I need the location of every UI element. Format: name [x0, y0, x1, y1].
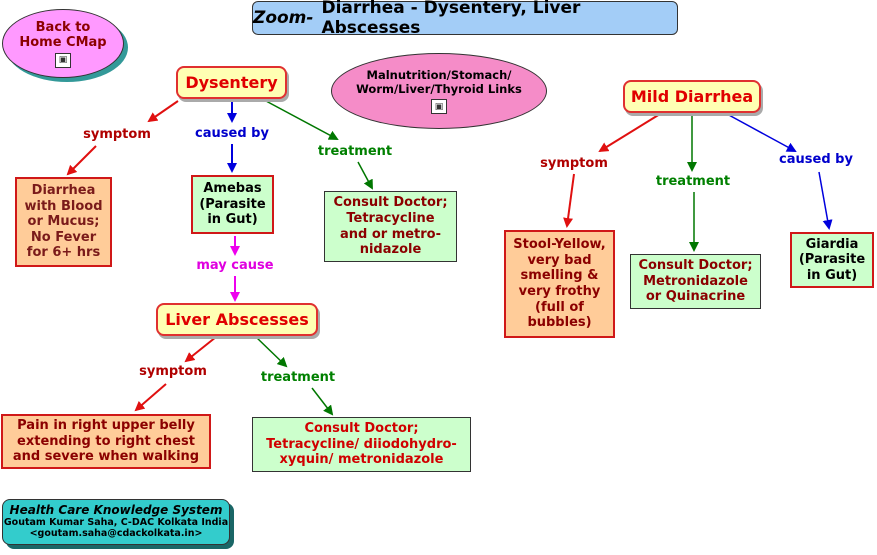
liver-symptom-line: extending to right chest — [17, 433, 195, 449]
liver-symptom-line: Pain in right upper belly — [17, 418, 195, 434]
footer-title: Health Care Knowledge System — [9, 503, 223, 517]
mild-symptom-line: (full of — [535, 299, 584, 315]
concept-liver-treatment[interactable]: Consult Doctor; Tetracycline/ diiodohydr… — [252, 417, 471, 472]
mild-treatment-line: or Quinacrine — [645, 289, 746, 305]
link-liver-symptom-b — [134, 383, 167, 412]
dys-treatment-line: nidazole — [359, 242, 422, 258]
concept-amebas[interactable]: Amebas (Parasite in Gut) — [191, 175, 274, 234]
link-label-mild-caused-by: caused by — [779, 152, 853, 167]
concept-liver-symptom[interactable]: Pain in right upper belly extending to r… — [1, 414, 211, 469]
link-dys-symptom-a — [147, 100, 179, 123]
dys-symptom-line: Diarrhea — [31, 183, 96, 199]
home-line1: Back to — [35, 19, 91, 35]
amebas-line: Amebas — [203, 181, 262, 197]
link-mild-symptom-a — [598, 113, 661, 153]
concept-liver-abscesses[interactable]: Liver Abscesses — [156, 303, 318, 336]
mild-treatment-line: Metronidazole — [643, 273, 748, 289]
link-label-mild-symptom: symptom — [540, 156, 608, 171]
link-dys-symptom-b — [66, 145, 97, 176]
mild-symptom-line: bubbles) — [527, 315, 592, 331]
title-text: Diarrhea - Dysentery, Liver Abscesses — [321, 0, 581, 38]
concept-mild-symptom[interactable]: Stool-Yellow, very bad smelling & very f… — [504, 230, 615, 338]
concept-map-icon[interactable]: ▣ — [431, 99, 447, 114]
concept-mild-treatment[interactable]: Consult Doctor; Metronidazole or Quinacr… — [630, 254, 761, 309]
amebas-line: (Parasite — [199, 196, 266, 212]
concept-liver-abscesses-label: Liver Abscesses — [165, 309, 309, 329]
mild-symptom-line: very frothy — [518, 284, 601, 299]
concept-dysentery-label: Dysentery — [185, 72, 278, 92]
liver-treatment-line: xyquin/ metronidazole — [279, 452, 444, 468]
dys-treatment-line: and or metro- — [339, 226, 442, 242]
concept-mild-diarrhea[interactable]: Mild Diarrhea — [623, 80, 761, 113]
link-mild-symptom-b — [563, 173, 575, 228]
link-liver-symptom-a — [184, 336, 217, 363]
liver-treatment-line: Consult Doctor; — [304, 421, 419, 437]
concept-dysentery-symptom[interactable]: Diarrhea with Blood or Mucus; No Fever f… — [15, 177, 112, 267]
link-label-dys-caused-by: caused by — [195, 126, 269, 141]
concept-giardia[interactable]: Giardia (Parasite in Gut) — [790, 232, 874, 288]
footer-email: <goutam.saha@cdackolkata.in> — [29, 528, 203, 539]
link-liver-treat-b — [311, 387, 334, 416]
liver-symptom-line: and severe when walking — [12, 449, 200, 465]
links-line2: Worm/Liver/Thyroid Links — [356, 82, 522, 96]
amebas-line: in Gut) — [207, 212, 258, 228]
link-label-mild-treatment: treatment — [655, 174, 731, 189]
dys-symptom-line: for 6+ hrs — [26, 245, 101, 261]
link-label-dys-treatment: treatment — [317, 144, 393, 159]
link-dys-treat-b — [357, 161, 373, 190]
link-label-dys-symptom: symptom — [83, 127, 151, 142]
link-label-liver-symptom: symptom — [139, 364, 207, 379]
giardia-line: Giardia — [805, 236, 859, 252]
dys-symptom-line: or Mucus; — [27, 214, 100, 230]
concept-dysentery-treatment[interactable]: Consult Doctor; Tetracycline and or metr… — [324, 191, 457, 262]
home-line2: Home CMap — [19, 34, 107, 50]
back-to-home-button[interactable]: Back to Home CMap ▣ — [2, 9, 124, 78]
dys-symptom-line: with Blood — [24, 198, 103, 214]
dys-treatment-line: Consult Doctor; — [333, 195, 448, 211]
footer-credits: Health Care Knowledge System Goutam Kuma… — [2, 499, 230, 545]
link-dys-treat-a — [265, 100, 339, 140]
concept-mild-diarrhea-label: Mild Diarrhea — [630, 86, 754, 106]
liver-treatment-line: Tetracycline/ diiodohydro- — [266, 436, 457, 452]
related-links-oval[interactable]: Malnutrition/Stomach/ Worm/Liver/Thyroid… — [331, 53, 547, 129]
mild-symptom-line: very bad — [527, 252, 592, 268]
giardia-line: in Gut) — [806, 267, 858, 283]
dys-symptom-line: No Fever — [30, 229, 97, 245]
link-mild-cause-b — [818, 171, 833, 230]
concept-dysentery[interactable]: Dysentery — [176, 66, 287, 99]
dys-treatment-line: Tetracycline — [346, 210, 435, 226]
mild-symptom-line: smelling & — [520, 268, 599, 284]
link-label-liver-treatment: treatment — [260, 370, 336, 385]
link-label-may-cause: may cause — [196, 258, 274, 273]
links-line1: Malnutrition/Stomach/ — [366, 68, 512, 82]
mild-treatment-line: Consult Doctor; — [638, 258, 753, 274]
giardia-line: (Parasite — [798, 252, 866, 268]
footer-author: Goutam Kumar Saha, C-DAC Kolkata India — [3, 517, 229, 528]
concept-map-icon[interactable]: ▣ — [55, 52, 71, 68]
page-title: Zoom- Diarrhea - Dysentery, Liver Absces… — [252, 0, 678, 38]
link-mild-cause-a — [726, 113, 797, 152]
link-liver-treat-a — [255, 336, 288, 368]
mild-symptom-line: Stool-Yellow, — [513, 237, 606, 253]
title-zoom: Zoom- — [253, 8, 314, 28]
